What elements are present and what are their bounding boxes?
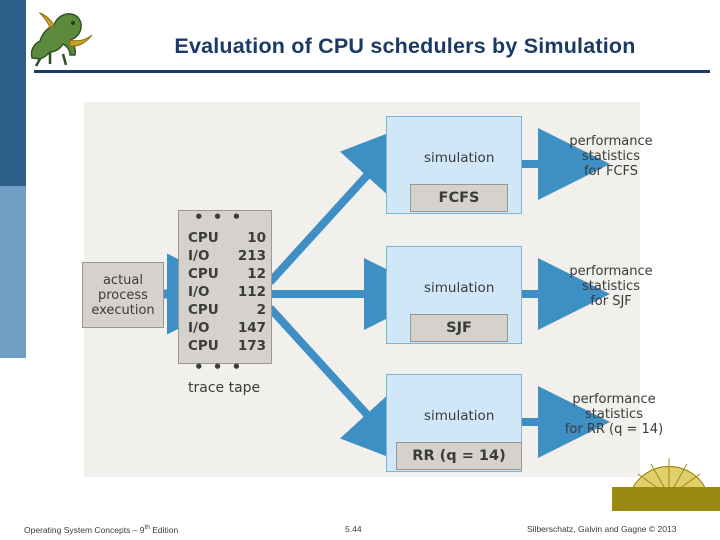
trace-row-2-device: CPU (188, 266, 219, 282)
trace-tape-caption: trace tape (188, 380, 261, 396)
actual-process-execution-box: actual process execution (82, 262, 164, 328)
trace-dots-top: • • • (194, 208, 244, 226)
result-text-3: performance statistics for RR (q = 14) (564, 392, 664, 437)
trace-row-4-value: 2 (256, 302, 266, 318)
footer-left: Operating System Concepts – 9th Edition (24, 524, 178, 535)
trace-row-6-device: CPU (188, 338, 219, 354)
algorithm-label-sjf: SJF (446, 320, 472, 336)
simulation-label-2: simulation (424, 280, 495, 296)
algorithm-label-fcfs: FCFS (438, 190, 480, 206)
algorithm-box-sjf: SJF (410, 314, 508, 342)
result-text-2: performance statistics for SJF (569, 264, 653, 309)
title-underline (34, 70, 710, 73)
footer-edition-sup: th (144, 524, 150, 531)
figure-arrows (160, 122, 610, 468)
trace-row-3-value: 112 (237, 284, 266, 300)
left-accent-bar-middle (0, 186, 26, 358)
trace-row-5-device: I/O (188, 320, 210, 336)
actual-process-execution-label: actual process execution (91, 272, 155, 318)
algorithm-box-fcfs: FCFS (410, 184, 508, 212)
page-title: Evaluation of CPU schedulers by Simulati… (174, 34, 636, 58)
trace-row-3-device: I/O (188, 284, 210, 300)
dinosaur-logo-icon (20, 8, 100, 70)
footer-slide-number: 5.44 (345, 524, 362, 534)
simulation-label-3: simulation (424, 408, 495, 424)
trace-row-0-device: CPU (188, 230, 219, 246)
trace-row-2-value: 12 (247, 266, 266, 282)
gold-accent-bar (612, 487, 720, 511)
footer-copyright: Silberschatz, Galvin and Gagne © 2013 (527, 524, 677, 534)
trace-tape-box (178, 210, 272, 364)
trace-row-4-device: CPU (188, 302, 219, 318)
algorithm-box-rr: RR (q = 14) (396, 442, 522, 470)
result-text-1: performance statistics for FCFS (569, 134, 653, 179)
trace-row-1-value: 213 (237, 248, 266, 264)
figure-container: actual process execution • • • CPU 10 I/… (82, 102, 663, 477)
trace-row-6-value: 173 (237, 338, 266, 354)
trace-row-0-value: 10 (247, 230, 266, 246)
trace-row-1-device: I/O (188, 248, 210, 264)
trace-dots-bottom: • • • (194, 358, 244, 376)
footer-edition-text: Operating System Concepts – 9 (24, 524, 145, 535)
footer-edition-tail: Edition (149, 524, 179, 535)
left-accent-bar-top (0, 0, 26, 186)
algorithm-label-rr: RR (q = 14) (412, 448, 506, 464)
simulation-label-1: simulation (424, 150, 495, 166)
left-accent-divider (26, 0, 30, 540)
trace-row-5-value: 147 (237, 320, 266, 336)
left-accent-bar-bottom (0, 358, 26, 540)
